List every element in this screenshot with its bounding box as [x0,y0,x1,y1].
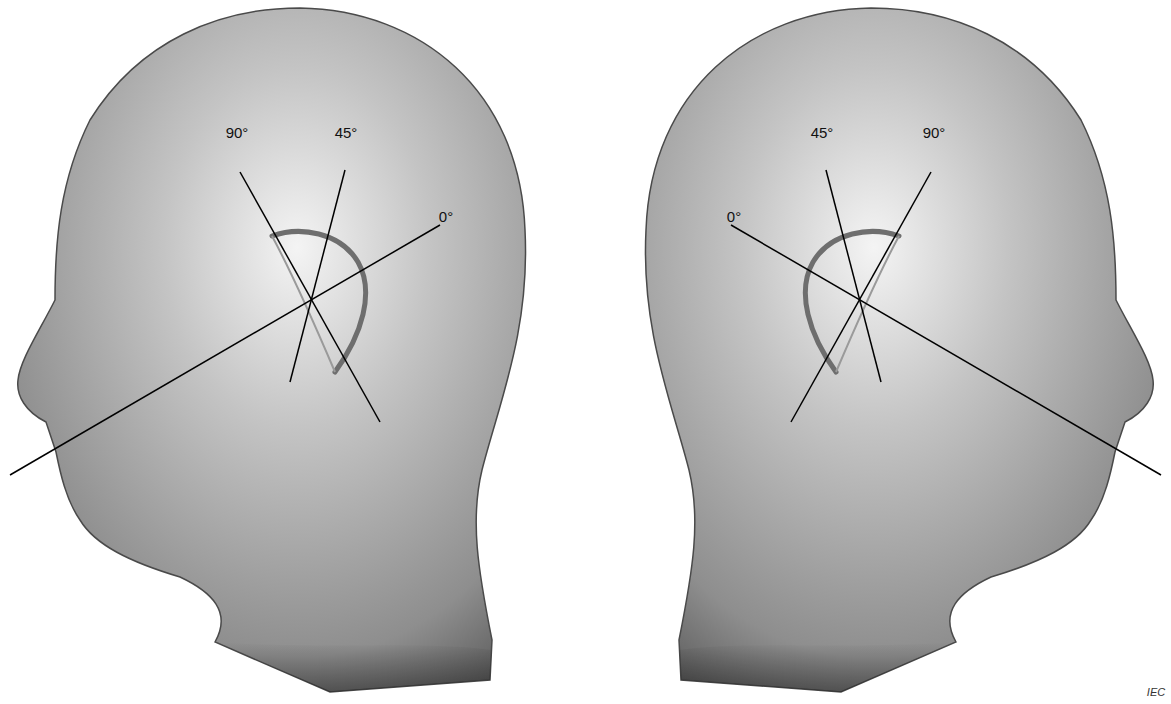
angle-label: 0° [439,209,453,224]
angle-label: 45° [811,125,834,140]
angle-label: 0° [727,209,741,224]
right-head [645,8,1161,692]
watermark: IEC [1147,687,1165,698]
left-head [10,8,526,692]
angle-label: 90° [923,125,946,140]
angle-label: 45° [335,125,358,140]
angle-label: 90° [226,125,249,140]
